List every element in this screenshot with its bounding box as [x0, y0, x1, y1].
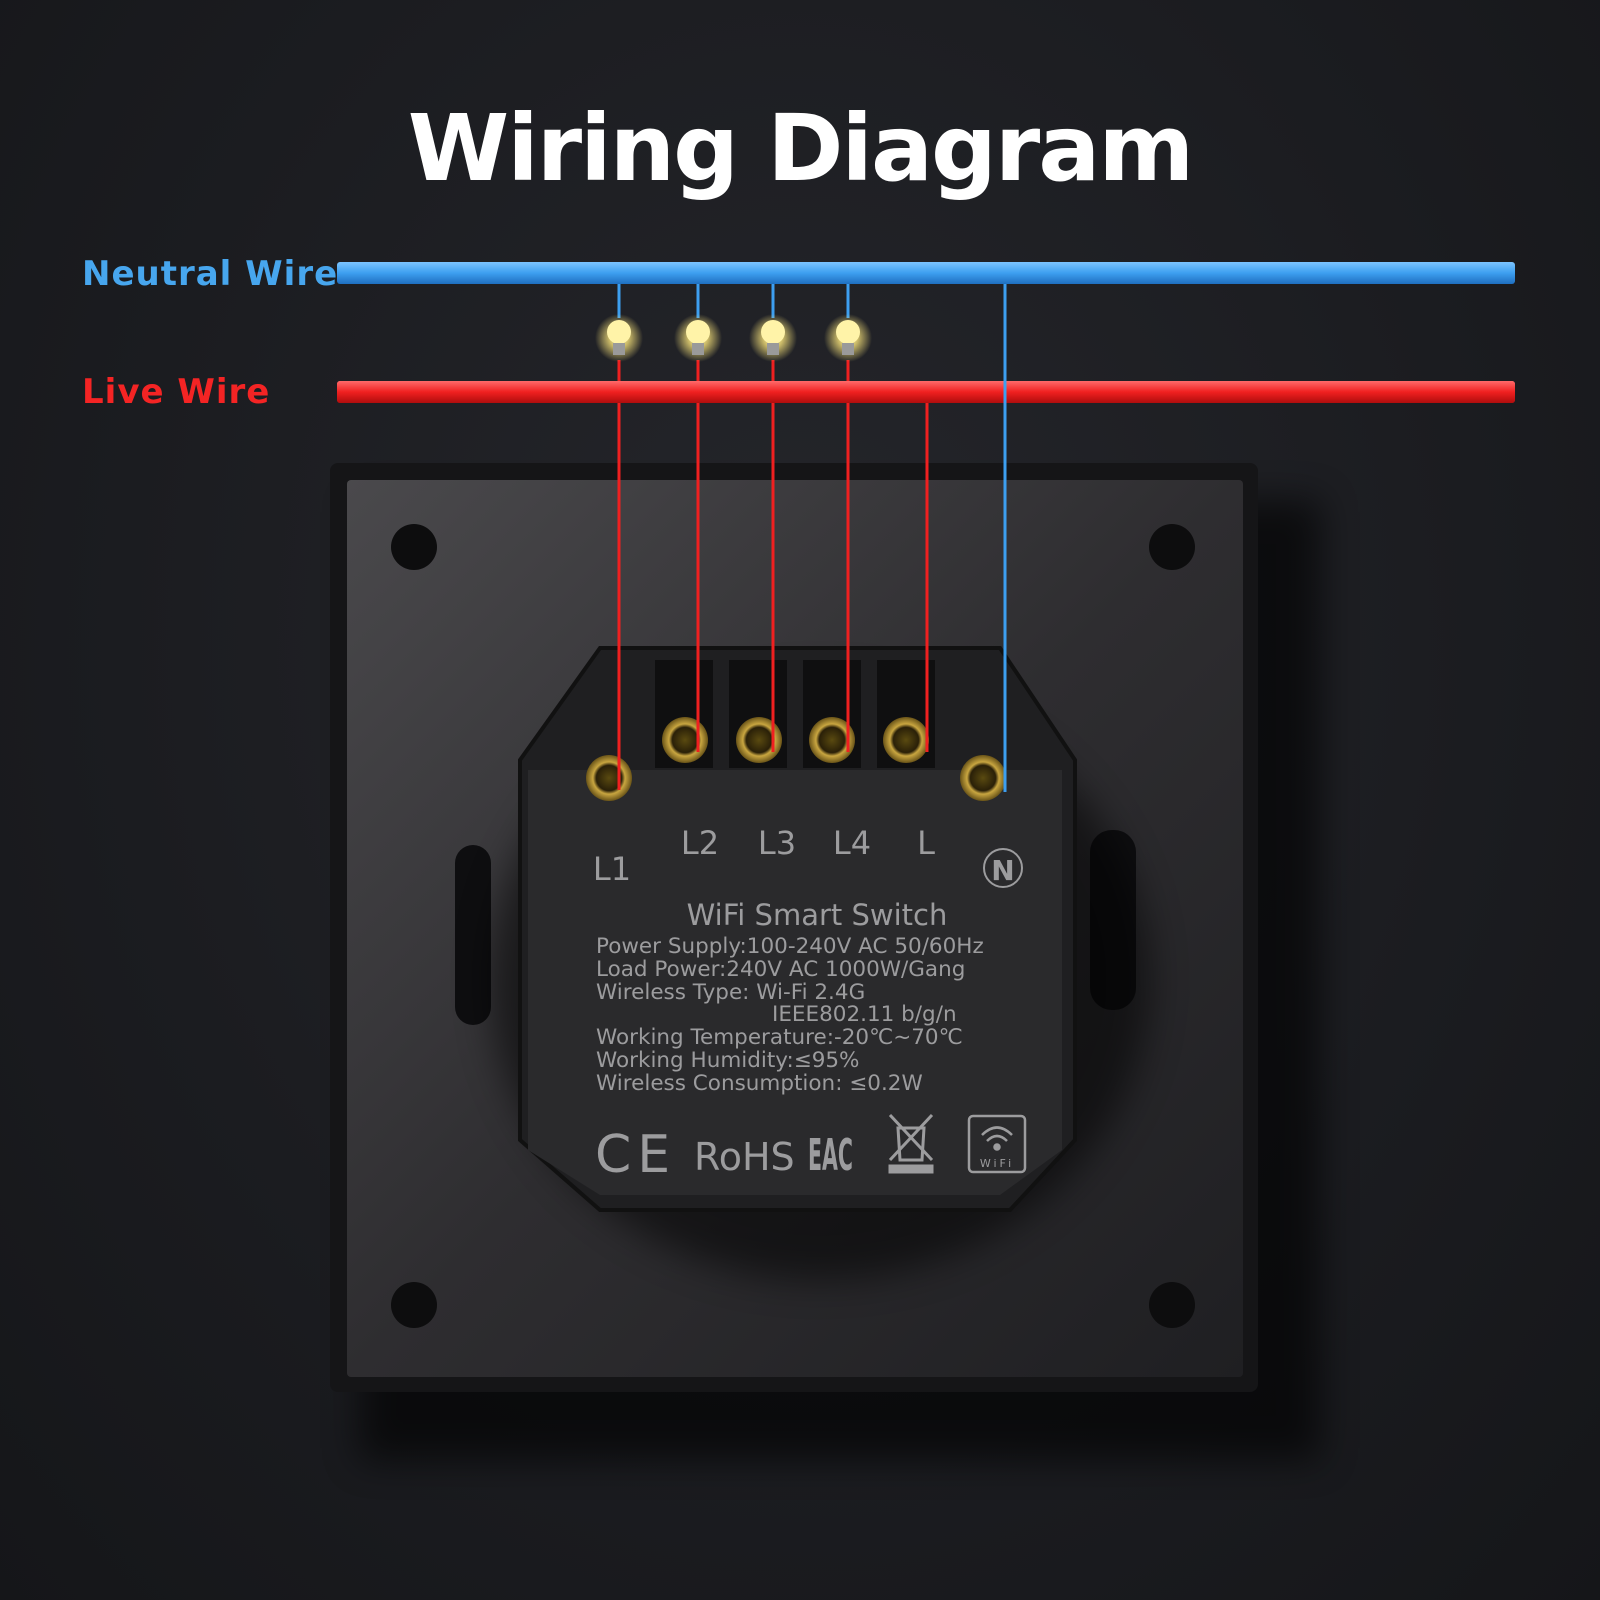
neutral-wire-label: Neutral Wire	[82, 254, 339, 294]
terminal-label-l: L	[917, 824, 935, 862]
terminal-label-l2: L2	[681, 824, 719, 862]
terminal-screw-l4	[809, 717, 855, 763]
mounting-hole	[1149, 1282, 1195, 1328]
spec-list: Power Supply:100-240V AC 50/60Hz Load Po…	[596, 934, 984, 1096]
terminal-screw-l2	[662, 717, 708, 763]
ce-mark: CE	[595, 1125, 676, 1185]
weee-bin-icon	[888, 1113, 934, 1174]
connection-wires	[617, 284, 1007, 792]
light-bulbs	[595, 314, 872, 362]
mounting-hole	[391, 524, 437, 570]
wifi-logo-text: WiFi	[980, 1157, 1014, 1170]
light-bulb-icon	[595, 314, 643, 362]
light-bulb-icon	[824, 314, 872, 362]
live-wire-label: Live Wire	[82, 372, 271, 412]
terminal-screw-n	[960, 755, 1006, 801]
spec-line: Wireless Type: Wi-Fi 2.4G	[596, 980, 865, 1005]
spec-line: Wireless Consumption: ≤0.2W	[596, 1071, 923, 1096]
rohs-mark: RoHS	[694, 1135, 795, 1179]
page-title: Wiring Diagram	[407, 95, 1194, 202]
terminal-label-l3: L3	[758, 824, 796, 862]
terminal-screw-l1	[586, 755, 632, 801]
wifi-logo-icon: WiFi	[967, 1114, 1027, 1174]
spec-line: IEEE802.11 b/g/n	[772, 1002, 957, 1027]
neutral-wire	[337, 262, 1515, 284]
spec-line: Working Temperature:-20℃~70℃	[596, 1025, 963, 1050]
mounting-hole	[391, 1282, 437, 1328]
terminal-screw-l3	[736, 717, 782, 763]
terminal-label-l1: L1	[593, 850, 631, 888]
mounting-hole	[1149, 524, 1195, 570]
spec-line: Power Supply:100-240V AC 50/60Hz	[596, 934, 984, 959]
terminal-screw-l	[883, 717, 929, 763]
light-bulb-icon	[674, 314, 722, 362]
terminal-label-l4: L4	[833, 824, 871, 862]
mounting-holes	[391, 524, 1195, 1328]
terminal-label-n: N	[991, 854, 1014, 887]
spec-line: Working Humidity:≤95%	[596, 1048, 860, 1073]
light-bulb-icon	[749, 314, 797, 362]
spec-line: Load Power:240V AC 1000W/Gang	[596, 957, 965, 982]
eac-mark: EAC	[808, 1130, 853, 1181]
device-name: WiFi Smart Switch	[687, 898, 948, 932]
